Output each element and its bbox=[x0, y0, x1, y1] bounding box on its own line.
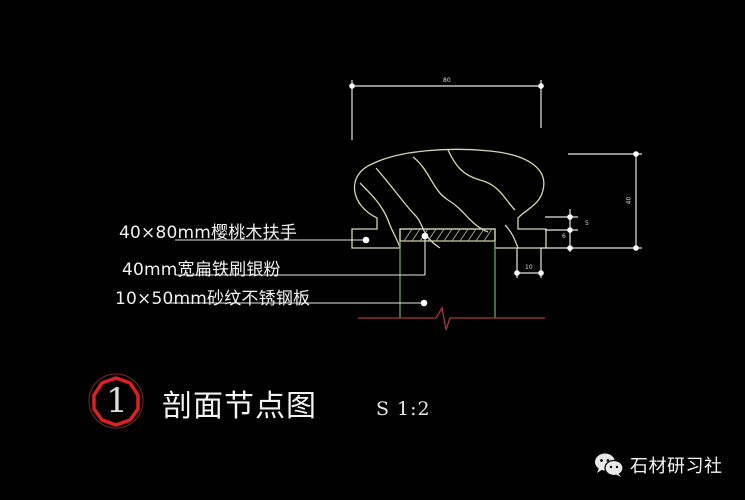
dim-right-height: 40 bbox=[625, 196, 633, 205]
badge-number: 1 bbox=[106, 381, 128, 421]
annotation-flat-iron: 40mm宽扁铁刷银粉 bbox=[122, 260, 281, 280]
dim-top-width: 80 bbox=[443, 77, 451, 84]
section-badge bbox=[88, 373, 144, 429]
annotation-steel-plate: 10×50mm砂纹不锈钢板 bbox=[115, 289, 311, 309]
dim-right-small-lower: 6 bbox=[562, 233, 566, 240]
drawing-title: 剖面节点图 bbox=[162, 389, 317, 424]
annotation-handrail: 40×80mm樱桃木扶手 bbox=[119, 223, 298, 243]
flat-iron-bar bbox=[399, 228, 496, 242]
cherry-wood-handrail bbox=[351, 148, 547, 249]
wechat-icon bbox=[595, 453, 624, 477]
leader-lines bbox=[168, 237, 426, 304]
break-line bbox=[358, 306, 545, 331]
watermark-text: 石材研习社 bbox=[630, 456, 723, 477]
bottom-dimension bbox=[516, 248, 542, 278]
stainless-steel-plate bbox=[399, 241, 496, 318]
watermark: 石材研习社 bbox=[594, 452, 723, 478]
drawing-scale: S 1:2 bbox=[376, 398, 431, 420]
top-dimension bbox=[351, 80, 542, 140]
dim-right-small-upper: 5 bbox=[585, 220, 589, 227]
dim-bottom-width: 10 bbox=[525, 264, 533, 271]
